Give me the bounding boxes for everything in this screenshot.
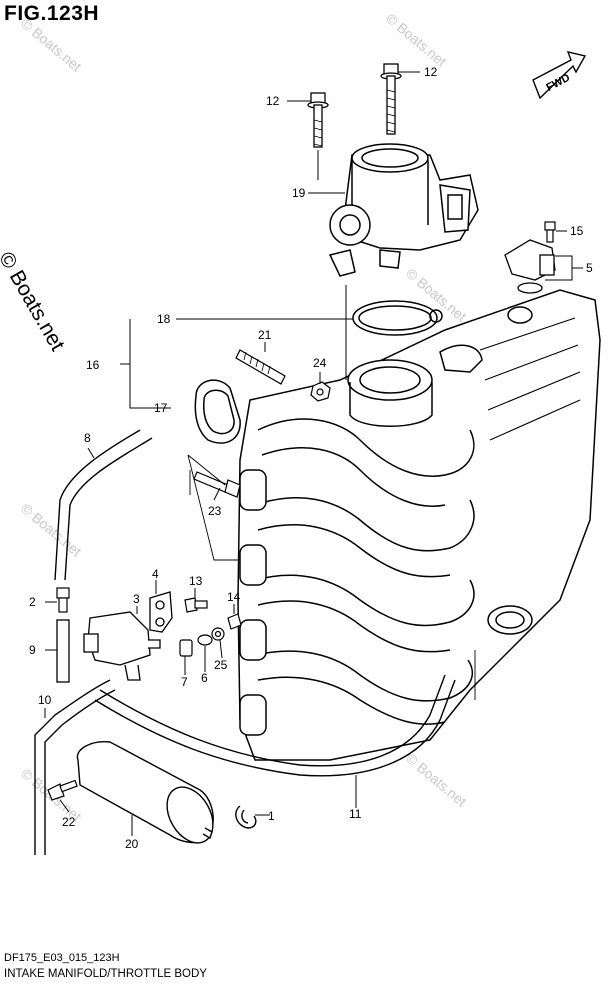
callout-18: 18 [157,312,171,326]
gasket-18 [352,300,443,336]
callout-17: 17 [154,401,168,415]
callout-labels: 1 2 3 4 5 6 7 8 9 10 11 12 12 13 14 15 1… [29,65,593,851]
callout-1: 1 [268,809,275,823]
figure-caption: INTAKE MANIFOLD/THROTTLE BODY [4,968,207,980]
bolt-13 [184,597,208,613]
intake-manifold [237,289,601,761]
callout-12-right: 12 [424,65,438,79]
callout-20: 20 [125,837,139,851]
bolt-23 [193,471,241,498]
callout-24: 24 [313,356,327,370]
figure-code: DF175_E03_015_123H [4,952,120,964]
sensor-5 [504,239,556,294]
callout-21: 21 [258,328,272,342]
callout-3: 3 [133,592,140,606]
callout-7: 7 [181,675,188,689]
callout-16: 16 [86,358,100,372]
bolt-12-long [380,63,402,135]
bolt-12-short [307,92,329,148]
callout-5: 5 [586,261,593,275]
joint-2 [56,587,70,613]
valve-3 [83,611,161,681]
stud-21 [235,349,286,385]
hose-11 [94,674,456,777]
callout-11: 11 [349,807,362,821]
callout-22: 22 [62,815,76,829]
forward-arrow-icon: FWD [532,51,587,100]
bracket-4 [149,591,173,633]
bolt-14 [227,613,242,630]
watermark-text: © Boats.net [18,500,85,559]
callout-13: 13 [189,574,203,588]
callout-9: 9 [29,643,36,657]
callout-25: 25 [214,658,228,672]
leader-lines [44,71,583,836]
clip-1 [235,805,257,829]
canister-20 [76,741,214,844]
bolt-22 [47,779,78,801]
callout-15: 15 [570,224,584,238]
callout-10: 10 [38,693,52,707]
callout-14: 14 [227,590,241,604]
callout-8: 8 [84,431,91,445]
watermark-text: © Boats.net [18,15,85,74]
washer-6 [197,634,213,646]
hose-8 [54,429,153,581]
callout-19: 19 [292,186,306,200]
nut-24 [310,381,331,402]
callout-4: 4 [152,567,159,581]
gasket-17 [194,379,241,444]
bolt-15 [544,221,556,243]
collar-7 [179,639,193,657]
callout-12-left: 12 [266,94,280,108]
callout-23: 23 [208,504,222,518]
watermark-text: © Boats.net [403,750,470,809]
grommet-25 [211,627,225,641]
throttle-body [328,143,479,277]
figure-title: FIG.123H [4,2,100,25]
hose-9 [56,619,70,683]
callout-2: 2 [29,595,36,609]
callout-6: 6 [201,671,208,685]
watermark-text: © Boats.net [383,10,450,69]
